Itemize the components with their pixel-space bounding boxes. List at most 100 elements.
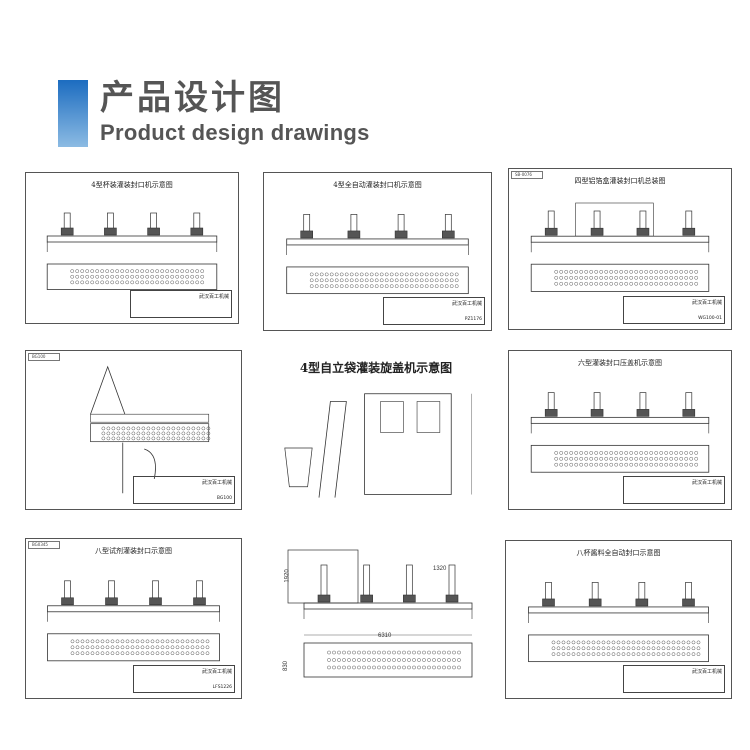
cup-hole xyxy=(377,658,381,662)
cup-hole xyxy=(135,645,140,650)
cup-hole xyxy=(432,665,436,670)
cup-hole xyxy=(90,274,94,279)
cup-hole xyxy=(554,281,559,286)
cup-hole xyxy=(676,652,681,656)
cup-hole xyxy=(394,278,399,283)
cup-hole xyxy=(339,278,344,283)
control-panel xyxy=(380,401,404,433)
cup-hole xyxy=(140,651,145,656)
cup-hole xyxy=(155,280,159,285)
cup-hole xyxy=(160,651,165,656)
drawing-sketch xyxy=(287,549,473,678)
cup-hole xyxy=(95,280,99,285)
header-accent-bar xyxy=(58,80,88,147)
cup-hole xyxy=(639,276,643,280)
cup-hole xyxy=(564,456,569,461)
cup-hole xyxy=(106,436,111,441)
cup-hole xyxy=(191,426,196,431)
cup-hole xyxy=(412,650,416,655)
cup-hole xyxy=(110,274,114,279)
cup-hole xyxy=(694,270,698,274)
cup-hole xyxy=(574,276,578,280)
cup-hole xyxy=(160,274,164,279)
cup-hole xyxy=(554,462,559,467)
cup-hole xyxy=(674,281,678,286)
cup-hole xyxy=(589,276,593,280)
cup-hole xyxy=(161,431,166,436)
station-head xyxy=(193,597,206,606)
cup-hole xyxy=(624,276,628,280)
cup-hole xyxy=(379,272,384,277)
station-head xyxy=(394,230,408,239)
control-panel xyxy=(416,401,441,433)
drawing-sketch xyxy=(90,365,211,494)
cup-hole xyxy=(389,272,394,277)
cup-hole xyxy=(165,269,169,273)
cup-hole xyxy=(90,280,94,285)
drawing-panel-8[interactable]: 1920 1320 6310 830 xyxy=(283,545,493,703)
cup-hole xyxy=(584,270,588,274)
cup-hole xyxy=(402,650,406,655)
station-head xyxy=(147,227,160,236)
drawing-sketch xyxy=(46,212,218,290)
cup-hole xyxy=(661,652,666,656)
cup-hole xyxy=(679,451,683,455)
cup-hole xyxy=(95,274,99,279)
cup-hole xyxy=(100,639,105,644)
cup-hole xyxy=(105,280,109,285)
cup-hole xyxy=(359,284,364,288)
hopper xyxy=(284,447,313,488)
cup-hole xyxy=(689,276,693,280)
cup-hole xyxy=(141,431,146,436)
cup-hole xyxy=(200,269,204,273)
cup-hole xyxy=(196,431,201,436)
cup-hole xyxy=(382,665,386,670)
cup-hole xyxy=(377,665,381,670)
drawing-title: 4型自立袋灌装旋盖机示意图 xyxy=(299,361,453,375)
cup-hole xyxy=(654,281,658,286)
cup-hole xyxy=(135,651,140,656)
cup-hole xyxy=(190,645,195,650)
cup-hole xyxy=(629,462,633,467)
cup-hole xyxy=(160,639,165,644)
cup-hole xyxy=(594,270,598,274)
cup-hole xyxy=(404,278,409,283)
cup-hole xyxy=(191,431,196,436)
cup-hole xyxy=(175,645,180,650)
cup-hole xyxy=(135,280,139,285)
cup-hole xyxy=(594,462,598,467)
cup-hole xyxy=(649,276,653,280)
cup-hole xyxy=(186,426,191,431)
drawing-panel-1[interactable]: 4型杯装灌装封口机示意图 武汉百工机械 xyxy=(25,172,239,324)
cup-hole xyxy=(125,280,129,285)
cup-hole xyxy=(449,284,454,288)
cup-hole xyxy=(621,652,626,656)
drawing-panel-5[interactable]: 4型自立袋灌装旋盖机示意图 xyxy=(262,355,490,510)
cup-hole xyxy=(614,462,618,467)
cup-hole xyxy=(664,462,668,467)
cup-hole xyxy=(85,651,90,656)
cup-hole xyxy=(397,658,401,662)
cup-hole xyxy=(70,639,75,644)
cup-hole xyxy=(584,276,588,280)
cup-hole xyxy=(130,639,135,644)
cup-hole xyxy=(367,650,371,655)
cup-hole xyxy=(180,269,184,273)
cup-hole xyxy=(181,426,186,431)
cup-hole xyxy=(691,640,696,645)
cup-hole xyxy=(105,269,109,273)
cup-hole xyxy=(170,645,175,650)
cup-hole xyxy=(576,646,581,651)
cup-hole xyxy=(344,272,349,277)
cup-hole xyxy=(185,651,190,656)
drawing-panel-9[interactable]: 八杯酱料全自动封口示意图 武汉百工机械 xyxy=(505,540,732,699)
station-head xyxy=(317,594,331,603)
drawing-panel-6[interactable]: 六型灌装封口压盖机示意图 武汉百工机械 xyxy=(508,350,732,510)
cup-hole xyxy=(554,276,559,280)
cup-hole xyxy=(684,281,688,286)
cup-hole xyxy=(414,284,419,288)
